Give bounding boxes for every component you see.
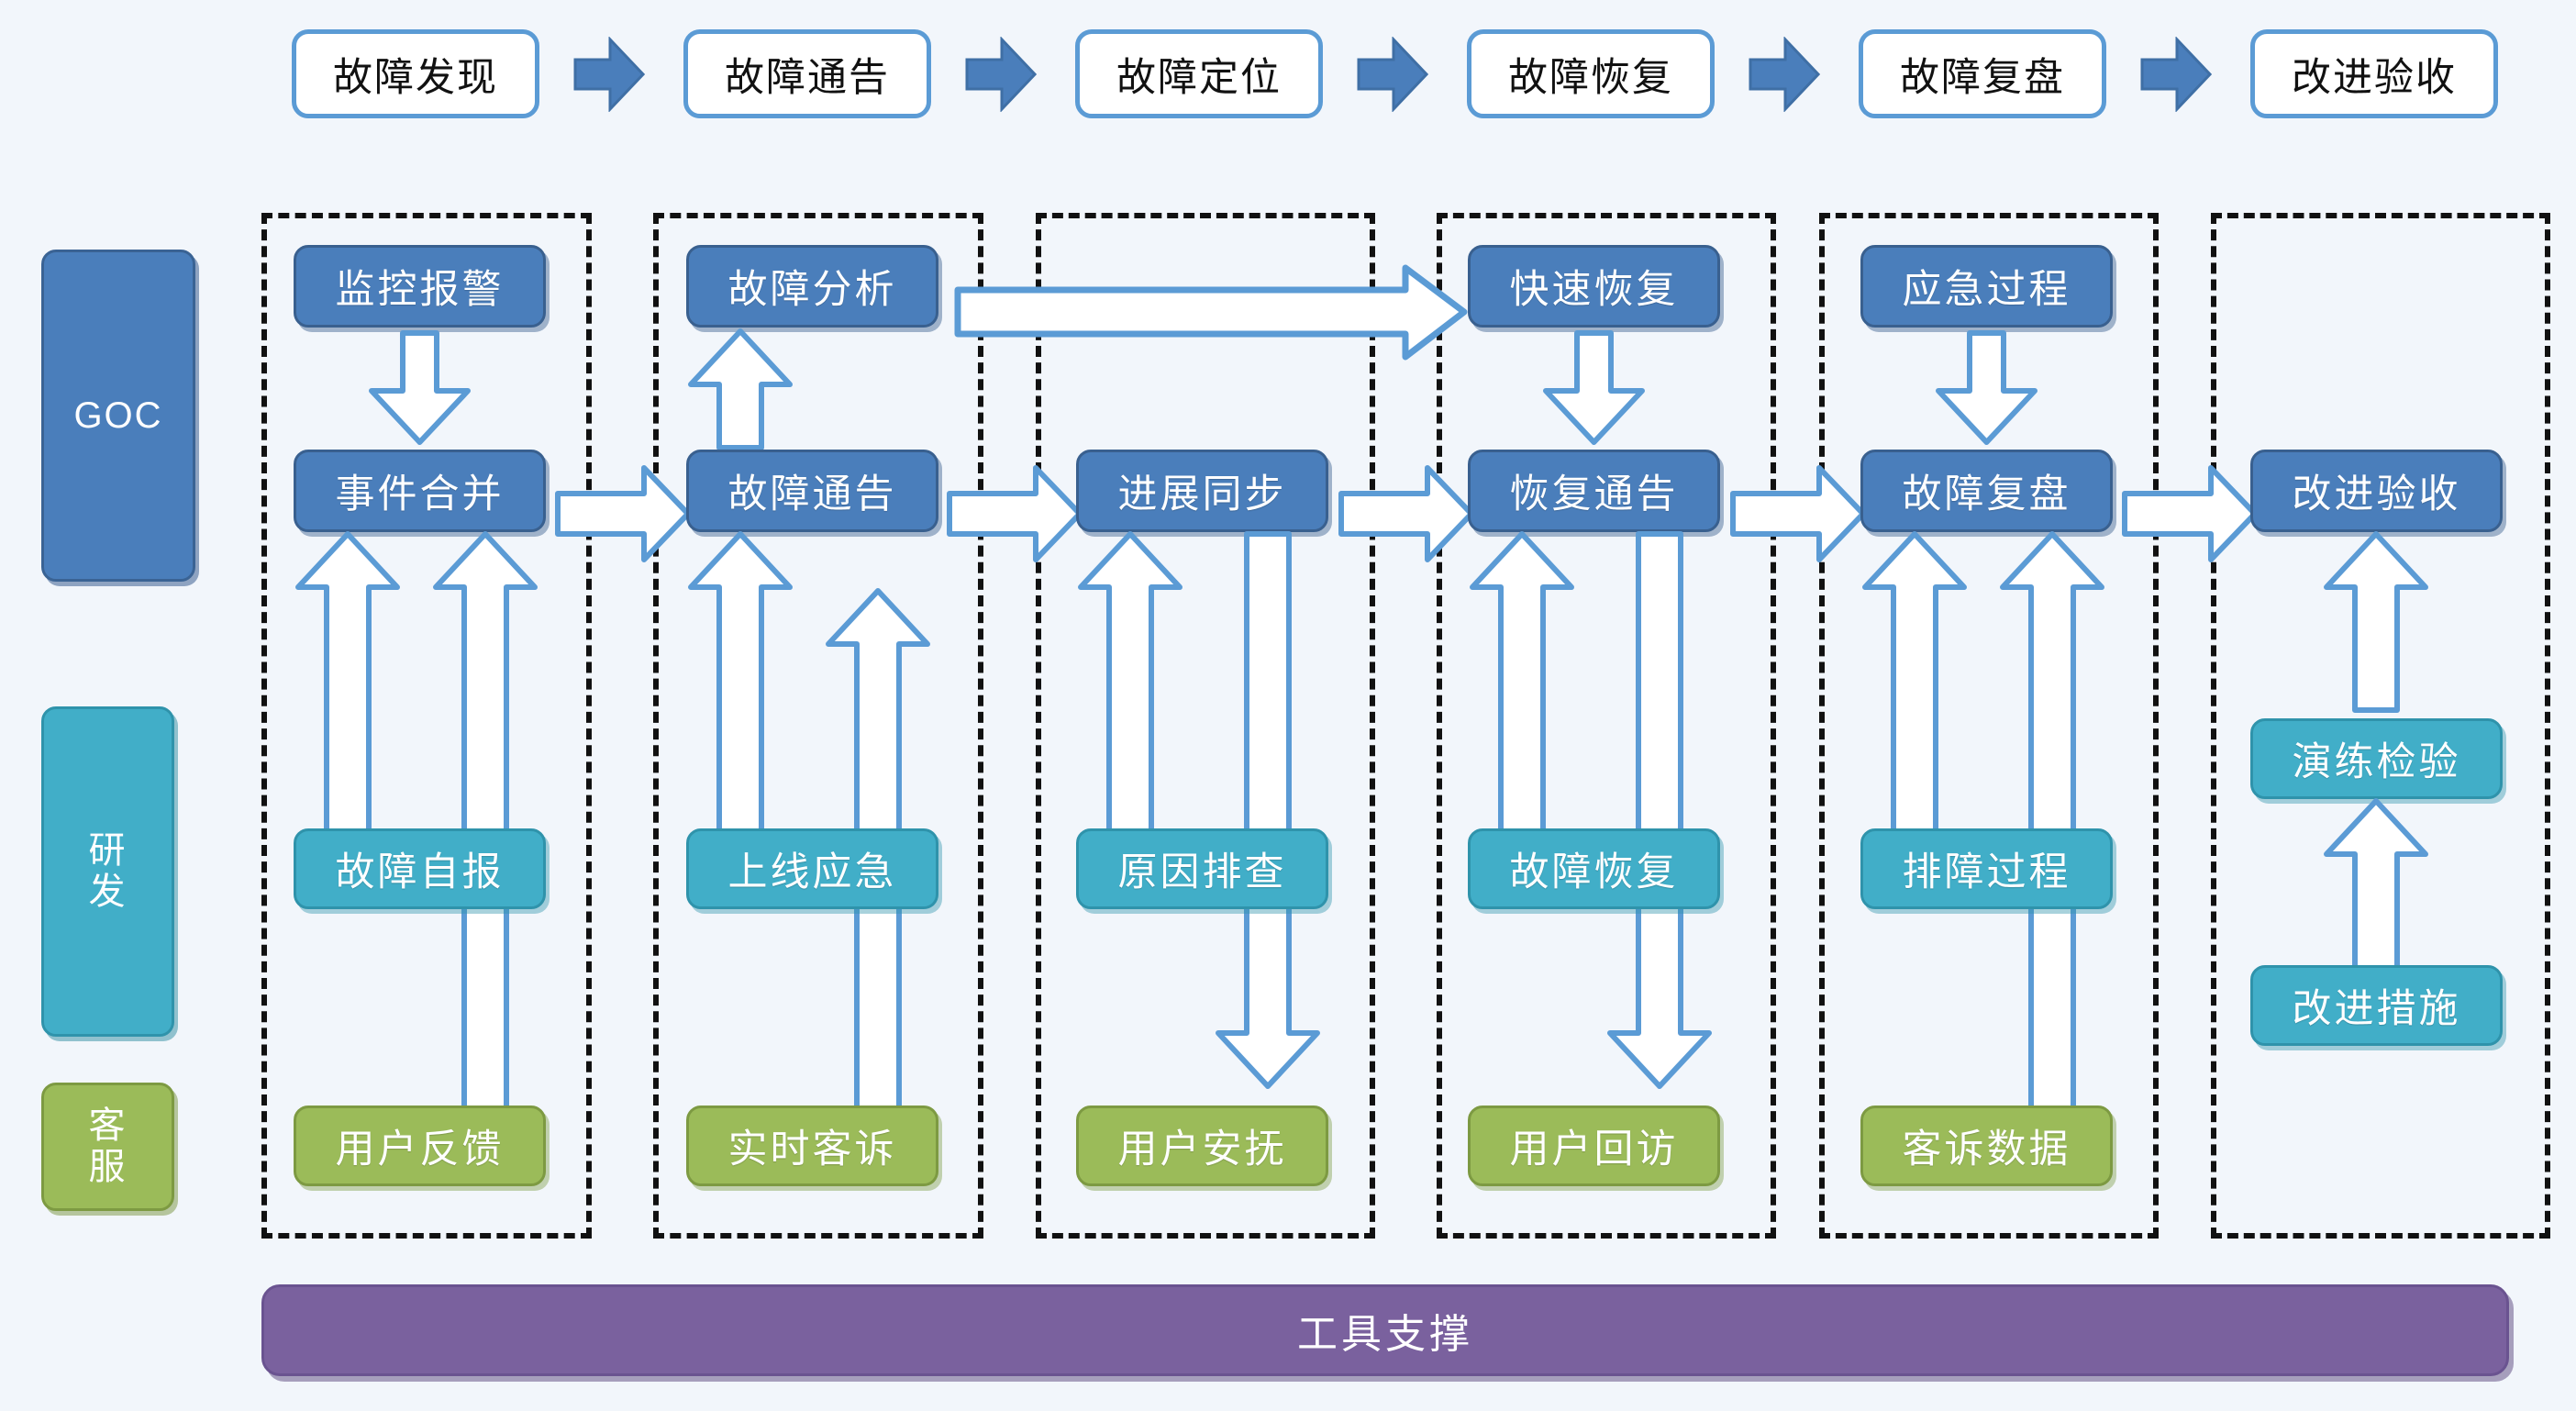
- role-label: 客 服: [88, 1105, 128, 1187]
- stage-column-3: [1036, 213, 1375, 1239]
- phase-label: 故障通告: [725, 55, 890, 100]
- task-chip-c2-mid[interactable]: 故障通告: [686, 450, 938, 532]
- task-chip-c2-top[interactable]: 故障分析: [686, 245, 938, 328]
- task-label: 演练检验: [2292, 740, 2461, 784]
- tool-support-label: 工具支撑: [1297, 1312, 1473, 1357]
- task-label: 事件合并: [335, 472, 505, 517]
- stage-column-1: [261, 213, 592, 1239]
- task-label: 实时客诉: [727, 1128, 897, 1172]
- phase-connector-arrow-5: [2140, 37, 2212, 112]
- task-label: 客诉数据: [1902, 1128, 2071, 1172]
- task-chip-c3-cs[interactable]: 用户安抚: [1076, 1105, 1328, 1186]
- task-chip-c6-rd1[interactable]: 演练检验: [2250, 718, 2503, 799]
- role-label: 研 发: [88, 830, 128, 912]
- flow-arrow-down-c4: [1541, 330, 1647, 445]
- flow-arrow-right-c1-c2: [554, 463, 692, 564]
- flow-arrow-up-c2-analysis: [686, 328, 794, 451]
- flow-arrow-up-c2-left: [686, 530, 794, 861]
- task-label: 进展同步: [1117, 472, 1287, 517]
- phase-chip-5[interactable]: 故障复盘: [1859, 29, 2106, 118]
- task-chip-c1-cs[interactable]: 用户反馈: [294, 1105, 546, 1186]
- phase-chip-2[interactable]: 故障通告: [683, 29, 931, 118]
- task-label: 改进验收: [2292, 472, 2461, 517]
- flow-arrow-up-c4: [1468, 530, 1576, 861]
- stage-column-2: [653, 213, 983, 1239]
- flow-arrow-right-c3-c4: [1338, 463, 1475, 564]
- role-chip-goc[interactable]: GOC: [41, 250, 195, 582]
- flow-arrow-up-c3: [1076, 530, 1184, 861]
- flow-arrow-up-c1-left: [294, 530, 402, 861]
- task-label: 故障复盘: [1902, 472, 2071, 517]
- phase-connector-arrow-4: [1749, 37, 1820, 112]
- task-chip-c4-mid[interactable]: 恢复通告: [1468, 450, 1720, 532]
- task-chip-c2-cs[interactable]: 实时客诉: [686, 1105, 938, 1186]
- phase-connector-arrow-2: [965, 37, 1037, 112]
- task-label: 排障过程: [1902, 850, 2071, 894]
- task-chip-c1-top[interactable]: 监控报警: [294, 245, 546, 328]
- flow-arrow-down-c1: [367, 330, 472, 445]
- phase-connector-arrow-3: [1357, 37, 1428, 112]
- phase-label: 故障发现: [333, 55, 498, 100]
- task-chip-c4-cs[interactable]: 用户回访: [1468, 1105, 1720, 1186]
- flow-arrow-down-c4-user: [1605, 530, 1714, 1090]
- flow-arrow-analysis-to-recovery: [954, 264, 1468, 361]
- task-chip-c2-rd[interactable]: 上线应急: [686, 828, 938, 909]
- flow-arrow-up-c6-top: [2322, 530, 2430, 714]
- phase-label: 改进验收: [2292, 55, 2457, 100]
- task-label: 用户回访: [1509, 1128, 1679, 1172]
- task-chip-c4-rd[interactable]: 故障恢复: [1468, 828, 1720, 909]
- phase-chip-4[interactable]: 故障恢复: [1467, 29, 1715, 118]
- task-chip-c6-rd2[interactable]: 改进措施: [2250, 965, 2503, 1046]
- task-label: 原因排查: [1117, 850, 1287, 894]
- task-label: 上线应急: [727, 850, 897, 894]
- task-chip-c1-rd[interactable]: 故障自报: [294, 828, 546, 909]
- phase-label: 故障恢复: [1508, 55, 1673, 100]
- role-chip-cs[interactable]: 客 服: [41, 1083, 174, 1211]
- role-chip-rd[interactable]: 研 发: [41, 706, 174, 1037]
- task-label: 监控报警: [335, 268, 505, 312]
- phase-chip-1[interactable]: 故障发现: [292, 29, 539, 118]
- flow-arrow-right-c4-c5: [1729, 463, 1867, 564]
- tool-support-bar[interactable]: 工具支撑: [261, 1284, 2509, 1376]
- task-label: 恢复通告: [1509, 472, 1679, 517]
- role-label: GOC: [73, 394, 163, 436]
- phase-chip-3[interactable]: 故障定位: [1075, 29, 1323, 118]
- task-label: 故障恢复: [1509, 850, 1679, 894]
- task-label: 故障通告: [727, 472, 897, 517]
- task-chip-c4-top[interactable]: 快速恢复: [1468, 245, 1720, 328]
- flow-arrow-up-c6-bottom: [2322, 797, 2430, 972]
- flow-arrow-down-c3: [1214, 530, 1322, 1090]
- task-chip-c3-rd[interactable]: 原因排查: [1076, 828, 1328, 909]
- stage-column-4: [1437, 213, 1776, 1239]
- task-chip-c3-mid[interactable]: 进展同步: [1076, 450, 1328, 532]
- task-chip-c6-mid[interactable]: 改进验收: [2250, 450, 2503, 532]
- task-label: 故障自报: [335, 850, 505, 894]
- phase-connector-arrow-1: [573, 37, 645, 112]
- task-label: 快速恢复: [1509, 268, 1679, 312]
- task-label: 应急过程: [1902, 268, 2071, 312]
- flow-arrow-right-c5-c6: [2121, 463, 2259, 564]
- task-chip-c5-cs[interactable]: 客诉数据: [1860, 1105, 2113, 1186]
- stage-column-5: [1819, 213, 2159, 1239]
- flow-arrow-up-c5-left: [1860, 530, 1969, 861]
- task-label: 改进措施: [2292, 987, 2461, 1031]
- flow-arrow-right-c2-c3: [946, 463, 1083, 564]
- task-label: 用户反馈: [335, 1128, 505, 1172]
- phase-label: 故障定位: [1116, 55, 1282, 100]
- task-chip-c1-mid[interactable]: 事件合并: [294, 450, 546, 532]
- phase-label: 故障复盘: [1900, 55, 2065, 100]
- task-chip-c5-rd[interactable]: 排障过程: [1860, 828, 2113, 909]
- task-label: 用户安抚: [1117, 1128, 1287, 1172]
- task-chip-c5-top[interactable]: 应急过程: [1860, 245, 2113, 328]
- task-chip-c5-mid[interactable]: 故障复盘: [1860, 450, 2113, 532]
- phase-chip-6[interactable]: 改进验收: [2250, 29, 2498, 118]
- task-label: 故障分析: [727, 268, 897, 312]
- stage-column-6: [2211, 213, 2550, 1239]
- flow-arrow-down-c5: [1934, 330, 2039, 445]
